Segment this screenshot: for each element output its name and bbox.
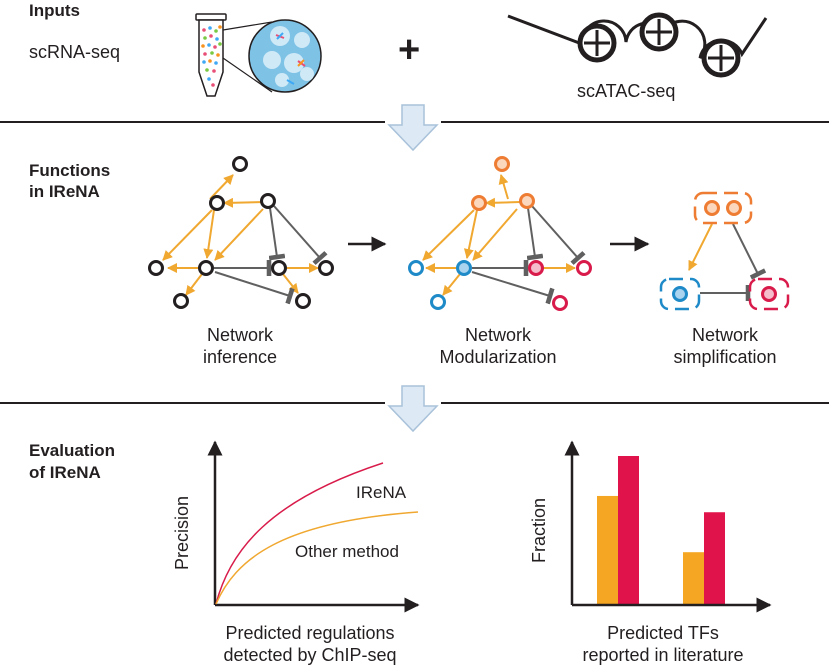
scrna-tube-illustration [195, 13, 322, 97]
divider-2-right [441, 402, 829, 404]
step-1-label-line1: Network [206, 325, 273, 345]
fraction-x-label-line2: reported in literature [582, 645, 744, 665]
magnify-line-bottom [222, 57, 273, 93]
network-simplification-graph [659, 191, 790, 311]
series-ireNA-line [215, 462, 384, 605]
bar-group2-series1 [683, 552, 704, 604]
fraction-y-label: Fraction [529, 498, 549, 563]
fraction-x-label-line1: Predicted TFs [607, 623, 719, 643]
fraction-bar-chart: Fraction [529, 440, 772, 613]
step-2-label-line2: Modularization [439, 347, 557, 367]
divider-2-left [0, 402, 385, 404]
scatac-seq-label: scATAC-seq [577, 81, 676, 101]
droplet-cells [263, 26, 314, 87]
tube-cap [195, 13, 227, 21]
precision-chart: IReNA Other method Precision [172, 440, 420, 613]
tube-body [198, 19, 224, 97]
tube-droplets [201, 25, 222, 87]
series-other-method-line [215, 511, 419, 605]
down-flow-arrow-1 [387, 104, 439, 152]
down-flow-arrow-2 [387, 385, 439, 433]
evaluation-title-line1: Evaluation [29, 441, 115, 460]
bar-group2-series2 [704, 512, 725, 604]
precision-x-label-line2: detected by ChIP-seq [223, 645, 397, 665]
magnify-line-top [222, 21, 273, 31]
nucleosome-1 [577, 23, 617, 63]
bar-group1-series1 [597, 495, 618, 604]
functions-title-line1: Functions [29, 161, 111, 180]
nucleosome-2 [639, 12, 679, 52]
evaluation-title-line2: of IReNA [29, 463, 101, 482]
step-2-label-line1: Network [464, 325, 531, 345]
bar-group1-series2 [618, 456, 639, 604]
precision-y-label: Precision [172, 496, 192, 570]
series-ireNA-label: IReNA [356, 483, 407, 502]
functions-title-line2: in IReNA [29, 182, 100, 201]
plus-sign: + [398, 29, 421, 71]
precision-x-label-line1: Predicted regulations [225, 623, 395, 643]
inputs-title: Inputs [29, 1, 80, 20]
network-inference-graph [148, 156, 334, 309]
step-3-label-line1: Network [691, 325, 758, 345]
network-modularization-graph [408, 156, 592, 311]
divider-1-right [441, 121, 829, 123]
chromatin-illustration [507, 12, 768, 78]
step-3-label-line2: simplification [673, 347, 777, 367]
series-other-method-label: Other method [295, 542, 399, 561]
divider-1-left [0, 121, 385, 123]
nucleosome-3 [701, 38, 741, 78]
step-1-label-line2: inference [202, 347, 278, 367]
network-diagrams [148, 156, 790, 311]
scrna-seq-label: scRNA-seq [29, 42, 121, 62]
